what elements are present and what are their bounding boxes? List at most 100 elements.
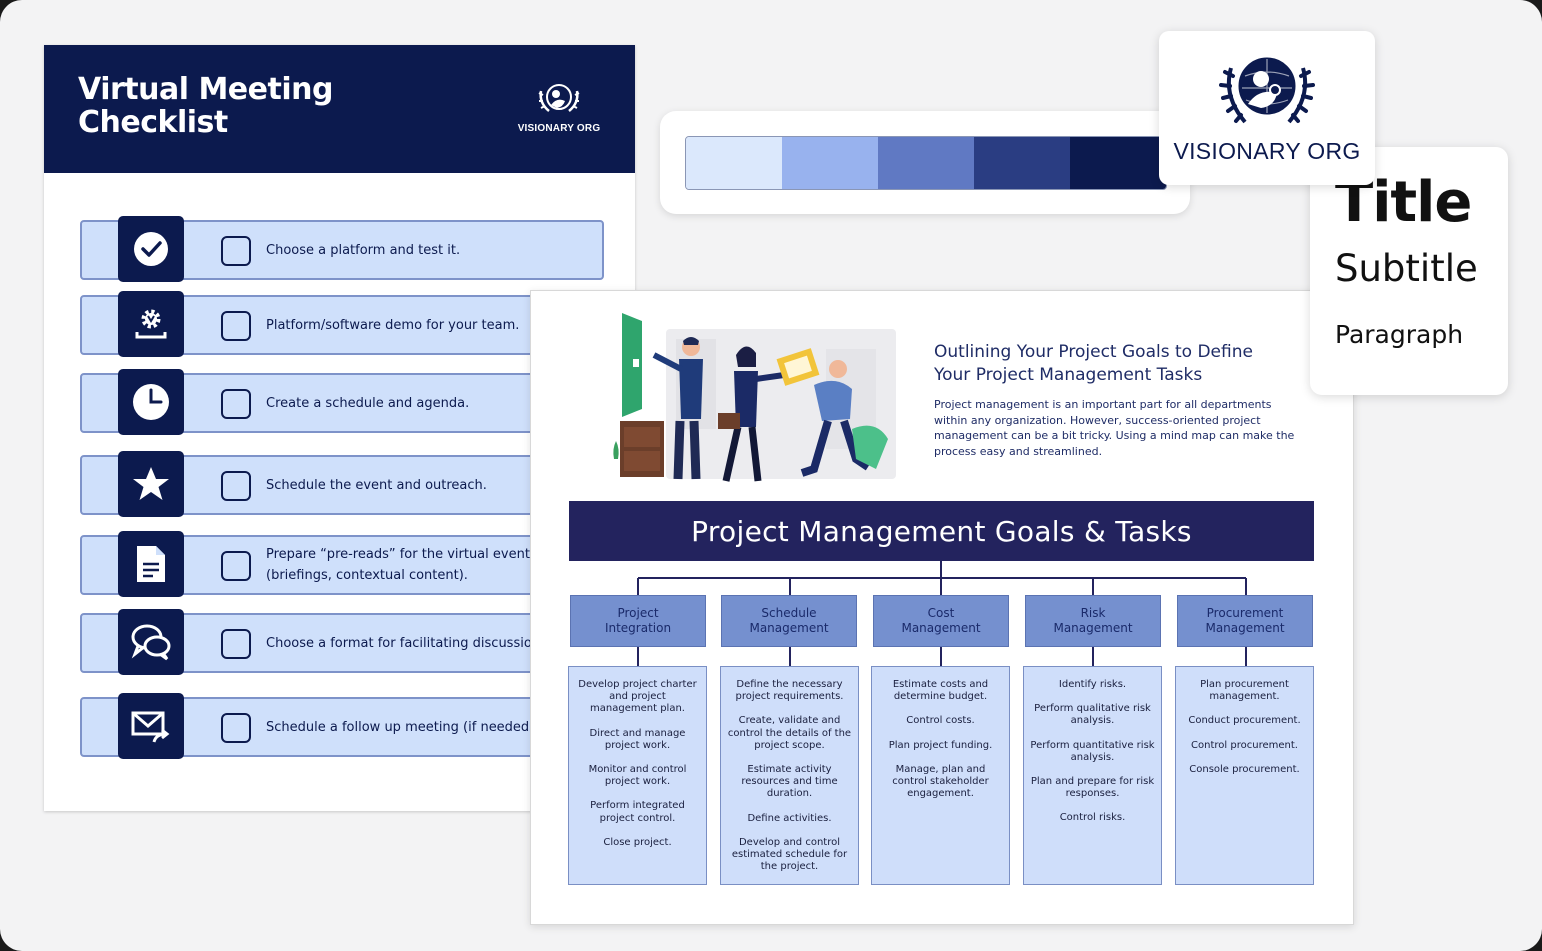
task-item: Control risks.	[1059, 812, 1126, 824]
palette-swatch[interactable]	[782, 137, 878, 189]
team-meeting-illustration	[613, 313, 896, 482]
checklist-checkbox[interactable]	[221, 311, 251, 341]
task-item: Develop and control estimated schedule f…	[731, 836, 848, 873]
category-title-line2: Management	[901, 621, 981, 635]
palette-swatch[interactable]	[1070, 137, 1166, 189]
color-palette-card[interactable]	[660, 111, 1190, 214]
gear-download-icon	[118, 291, 184, 357]
checklist-item-text: Prepare “pre-reads” for the virtual even…	[266, 537, 626, 593]
category-title-line1: Project	[617, 606, 659, 620]
task-list-box: Estimate costs and determine budget. Con…	[871, 666, 1010, 885]
checklist-item[interactable]: Choose a platform and test it.	[80, 216, 604, 282]
color-palette-strip	[685, 136, 1167, 190]
task-item: Perform qualitative risk analysis.	[1034, 703, 1151, 727]
category-title-line2: Management	[749, 621, 829, 635]
task-item: Console procurement.	[1189, 763, 1300, 775]
pm-heading: Outlining Your Project Goals to Define Y…	[934, 341, 1304, 387]
task-item: Define activities.	[747, 812, 832, 824]
task-list-box: Plan procurement management. Conduct pro…	[1175, 666, 1314, 885]
globe-emblem-icon	[538, 84, 580, 112]
task-item: Identify risks.	[1058, 679, 1127, 690]
task-item: Control costs.	[906, 715, 975, 727]
task-item: Plan and prepare for risk responses.	[1030, 776, 1155, 800]
task-item: Manage, plan and control stakeholder eng…	[892, 763, 989, 800]
checklist-item-text: Create a schedule and agenda.	[266, 395, 470, 411]
checklist-checkbox[interactable]	[221, 236, 251, 266]
project-management-document[interactable]: Outlining Your Project Goals to Define Y…	[530, 290, 1354, 925]
brand-logo-card[interactable]: VISIONARY ORG	[1159, 31, 1375, 185]
pm-title-band: Project Management Goals & Tasks	[569, 501, 1314, 561]
category-title-line1: Procurement	[1206, 606, 1284, 620]
typography-subtitle-sample: Subtitle	[1335, 247, 1478, 290]
palette-swatch[interactable]	[686, 137, 782, 189]
task-item: Perform quantitative risk analysis.	[1030, 739, 1155, 763]
globe-emblem-icon	[1219, 57, 1315, 124]
checklist-item[interactable]: Schedule a follow up meeting (if needed	[80, 693, 604, 759]
checklist-logo: VISIONARY ORG	[514, 77, 604, 147]
pm-heading-line1: Outlining Your Project Goals to Define	[934, 342, 1253, 362]
checklist-header: Virtual Meeting Checklist VISIONARY ORG	[44, 45, 635, 173]
task-item: Perform integrated project control.	[590, 800, 685, 824]
checklist-checkbox[interactable]	[221, 629, 251, 659]
checklist-item[interactable]: Prepare “pre-reads” for the virtual even…	[80, 531, 604, 597]
clock-icon	[118, 369, 184, 435]
checklist-item-text: Schedule a follow up meeting (if needed	[266, 719, 530, 735]
task-item: Create, validate and control the details…	[727, 715, 852, 751]
checklist-checkbox[interactable]	[221, 551, 251, 581]
palette-swatch[interactable]	[878, 137, 974, 189]
task-list-box: Define the necessary project requirement…	[720, 666, 859, 885]
pm-intro-paragraph: Project management is an important part …	[934, 398, 1295, 458]
task-item: Conduct procurement.	[1188, 715, 1301, 727]
chat-bubbles-icon	[118, 609, 184, 675]
pm-heading-line2: Your Project Management Tasks	[934, 365, 1203, 385]
checklist-checkbox[interactable]	[221, 471, 251, 501]
category-title-line2: Management	[1205, 621, 1285, 635]
checklist-checkbox[interactable]	[221, 713, 251, 743]
checklist-title-line1: Virtual Meeting	[78, 72, 333, 107]
category-title-line1: Cost	[927, 606, 955, 620]
checklist-checkbox[interactable]	[221, 389, 251, 419]
typography-card[interactable]: Title Subtitle Paragraph	[1310, 147, 1508, 395]
org-chart-connectors	[637, 561, 1247, 666]
category-title-line2: Integration	[604, 621, 672, 635]
checklist-item-text: Choose a platform and test it.	[266, 242, 461, 258]
task-item: Close project.	[603, 836, 672, 848]
task-item: Direct and manage project work.	[589, 727, 686, 751]
email-forward-icon	[118, 693, 184, 759]
checklist-item-text-line2: (briefings, contextual content).	[266, 568, 468, 583]
checklist-item[interactable]: Schedule the event and outreach.	[80, 451, 604, 517]
checklist-item[interactable]: Create a schedule and agenda.	[80, 369, 604, 435]
checklist-item[interactable]: Choose a format for facilitating discuss…	[80, 609, 604, 675]
typography-paragraph-sample: Paragraph	[1335, 320, 1464, 349]
task-list-box: Identify risks. Perform qualitative risk…	[1023, 666, 1162, 885]
checklist-title: Virtual Meeting Checklist	[78, 73, 398, 139]
task-item: Plan procurement management.	[1200, 679, 1289, 703]
checklist-item-text: Choose a format for facilitating discuss…	[266, 635, 532, 651]
task-item: Define the necessary project requirement…	[735, 679, 844, 703]
task-item: Plan project funding.	[888, 739, 993, 751]
category-title-line1: Risk	[1080, 606, 1106, 620]
star-icon	[118, 451, 184, 517]
category-title-line1: Schedule	[761, 606, 817, 620]
task-list-box: Develop project charter and project mana…	[568, 666, 707, 885]
task-item: Control procurement.	[1191, 739, 1298, 751]
checklist-item-text: Schedule the event and outreach.	[266, 477, 487, 493]
task-item: Monitor and control project work.	[588, 764, 687, 788]
palette-swatch[interactable]	[974, 137, 1070, 189]
checklist-item-text: Platform/software demo for your team.	[266, 317, 520, 333]
checklist-title-line2: Checklist	[78, 105, 228, 140]
checklist-logo-text: VISIONARY ORG	[517, 123, 601, 134]
checklist-item-text-line1: Prepare “pre-reads” for the virtual even…	[266, 547, 530, 562]
task-item: Develop project charter and project mana…	[578, 679, 697, 715]
checklist-item[interactable]: Platform/software demo for your team.	[80, 291, 604, 357]
brand-logo-text: VISIONARY ORG	[1173, 138, 1361, 164]
document-icon	[118, 531, 184, 597]
category-title-line2: Management	[1053, 621, 1133, 635]
task-item: Estimate costs and determine budget.	[892, 679, 989, 703]
